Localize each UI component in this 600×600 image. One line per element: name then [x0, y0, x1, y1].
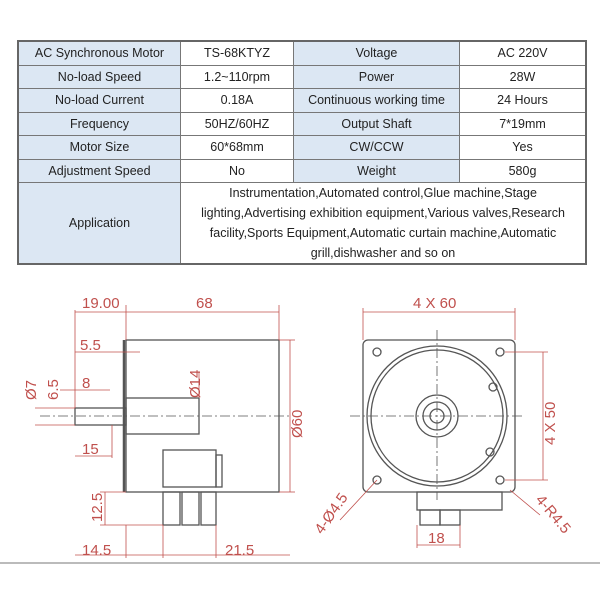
mount-hole	[495, 475, 505, 485]
spec-label: No-load Speed	[17, 64, 181, 89]
flange	[362, 339, 516, 493]
front-view	[350, 330, 525, 526]
svg-text:6.5: 6.5	[45, 379, 62, 400]
svg-text:12.5: 12.5	[89, 493, 106, 522]
svg-text:4 X 60: 4 X 60	[413, 295, 456, 312]
spec-label: Continuous working time	[293, 88, 460, 113]
spec-value: 24 Hours	[459, 88, 587, 113]
spec-label: Voltage	[293, 40, 460, 66]
spec-value: 28W	[459, 64, 587, 89]
svg-text:19.00: 19.00	[82, 295, 120, 312]
spec-value: No	[180, 158, 294, 183]
spec-value: 0.18A	[180, 88, 294, 113]
spec-value: 60*68mm	[180, 135, 294, 160]
svg-text:4-R4.5: 4-R4.5	[532, 492, 574, 537]
divider	[0, 562, 600, 564]
dimension-labels: 19.00 68 4 X 60 5.5 8 15 14.5 21.5 18 Ø1…	[23, 295, 574, 559]
spec-label: Frequency	[17, 111, 181, 136]
terminal	[200, 491, 217, 526]
mount-hole	[495, 347, 505, 357]
spec-label: Adjustment Speed	[17, 158, 181, 183]
terminal	[181, 491, 200, 526]
terminal	[162, 491, 181, 526]
connector-box	[162, 449, 217, 488]
svg-text:14.5: 14.5	[82, 542, 111, 559]
dimension-lines	[35, 305, 548, 558]
spec-value: Instrumentation,Automated control,Glue m…	[180, 182, 587, 265]
svg-text:68: 68	[196, 295, 213, 312]
svg-text:5.5: 5.5	[80, 337, 101, 354]
svg-text:Ø60: Ø60	[289, 410, 306, 438]
spec-value: 7*19mm	[459, 111, 587, 136]
spec-label: No-load Current	[17, 88, 181, 113]
svg-text:4 X 50: 4 X 50	[542, 402, 559, 445]
spec-label: Power	[293, 64, 460, 89]
spec-value: 1.2~110rpm	[180, 64, 294, 89]
mount-hole	[372, 347, 382, 357]
spec-value: AC 220V	[459, 40, 587, 66]
spec-label: Output Shaft	[293, 111, 460, 136]
svg-text:18: 18	[428, 530, 445, 547]
spec-label: AC Synchronous Motor	[17, 40, 181, 66]
spec-label: Application	[17, 182, 181, 265]
mount-hole	[372, 475, 382, 485]
svg-text:Ø7: Ø7	[23, 380, 40, 400]
svg-text:Ø14: Ø14	[187, 370, 204, 398]
svg-text:15: 15	[82, 441, 99, 458]
svg-text:8: 8	[82, 375, 90, 392]
svg-text:21.5: 21.5	[225, 542, 254, 559]
output-shaft	[74, 407, 127, 426]
spec-label: Motor Size	[17, 135, 181, 160]
side-view	[40, 339, 290, 526]
spec-value: Yes	[459, 135, 587, 160]
